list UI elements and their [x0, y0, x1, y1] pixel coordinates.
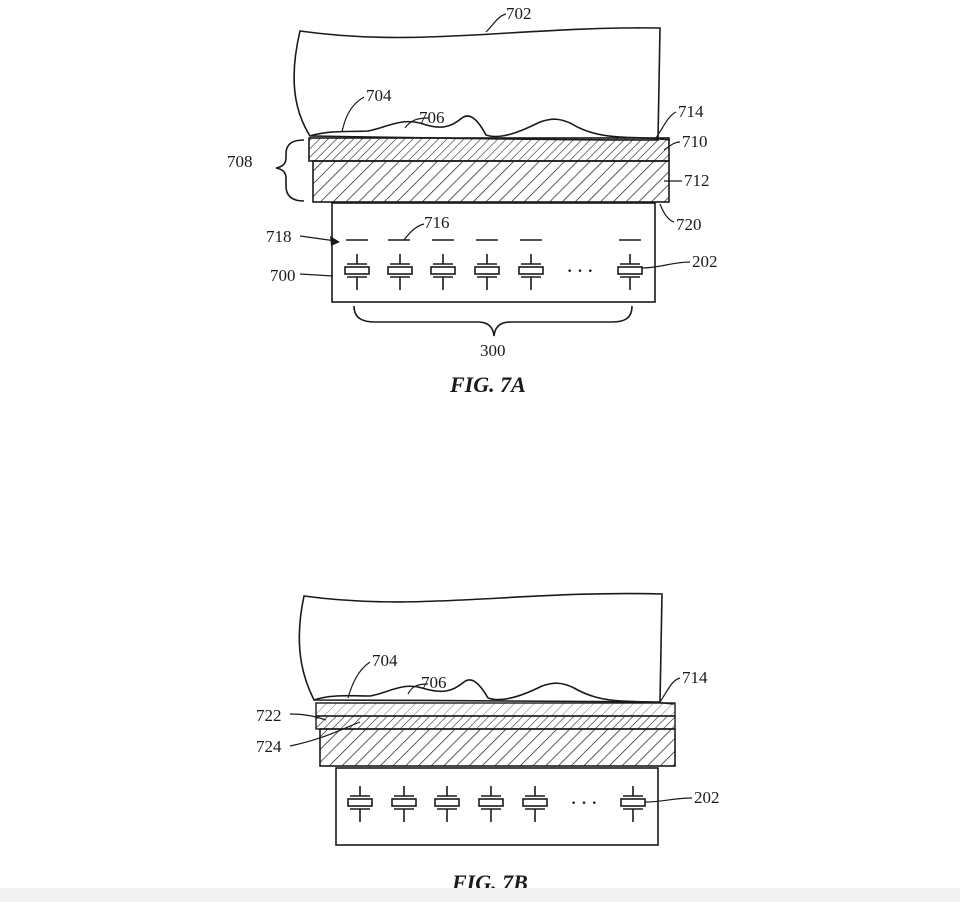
- ellipsis-7b: ···: [570, 790, 601, 815]
- figure-7b: ··· 704 706 714 722 724 202 FIG. 7B: [256, 592, 720, 895]
- capacitor-element: [434, 786, 460, 822]
- capacitor-element: [391, 786, 417, 822]
- ref-706-b: 706: [421, 673, 447, 692]
- ref-704: 704: [366, 86, 392, 105]
- leader-lines-7b: [289, 661, 693, 803]
- ref-722: 722: [256, 706, 282, 725]
- surface-706-b: [313, 679, 675, 705]
- figure-7a: ··· 702 704 706 714 710 712 708 720: [227, 4, 718, 397]
- object-702-b: [298, 592, 663, 703]
- ref-714: 714: [678, 102, 704, 121]
- leader-lines-7a: [299, 13, 691, 277]
- caption-fig-7a: FIG. 7A: [449, 372, 526, 397]
- capacitor-element: [474, 254, 500, 290]
- capacitor-array-7a: [344, 254, 643, 290]
- page-bottom-band: [0, 888, 960, 902]
- capacitor-element: [478, 786, 504, 822]
- ref-704-b: 704: [372, 651, 398, 670]
- capacitor-element: [522, 786, 548, 822]
- ref-202: 202: [692, 252, 718, 271]
- ref-708: 708: [227, 152, 253, 171]
- ref-202-b: 202: [694, 788, 720, 807]
- ref-720: 720: [676, 215, 702, 234]
- capacitor-element: [430, 254, 456, 290]
- capacitor-element: [620, 786, 646, 822]
- sensor-box-700: [331, 202, 656, 303]
- ref-300: 300: [480, 341, 506, 360]
- ref-712: 712: [684, 171, 710, 190]
- layer-710: [308, 137, 670, 162]
- ref-706: 706: [419, 108, 445, 127]
- capacitor-element: [617, 254, 643, 290]
- ref-718: 718: [266, 227, 292, 246]
- layer-724: [315, 715, 676, 730]
- ref-700: 700: [270, 266, 296, 285]
- ref-724: 724: [256, 737, 282, 756]
- surface-706: [309, 115, 671, 141]
- ref-714-b: 714: [682, 668, 708, 687]
- capacitor-array-7b: [347, 786, 646, 822]
- capacitor-element: [344, 254, 370, 290]
- capacitor-element: [518, 254, 544, 290]
- ellipsis-7a: ···: [566, 258, 597, 283]
- layer-722: [315, 702, 676, 717]
- layer-712: [312, 160, 670, 203]
- capacitor-element: [387, 254, 413, 290]
- object-702: [293, 27, 661, 141]
- ref-710: 710: [682, 132, 708, 151]
- ref-716: 716: [424, 213, 450, 232]
- brace-708: [275, 139, 305, 202]
- ref-702: 702: [506, 4, 532, 23]
- capacitor-element: [347, 786, 373, 822]
- brace-300: [353, 305, 633, 337]
- layer-coarse-7b: [319, 728, 676, 767]
- arrowhead-718: [330, 236, 340, 246]
